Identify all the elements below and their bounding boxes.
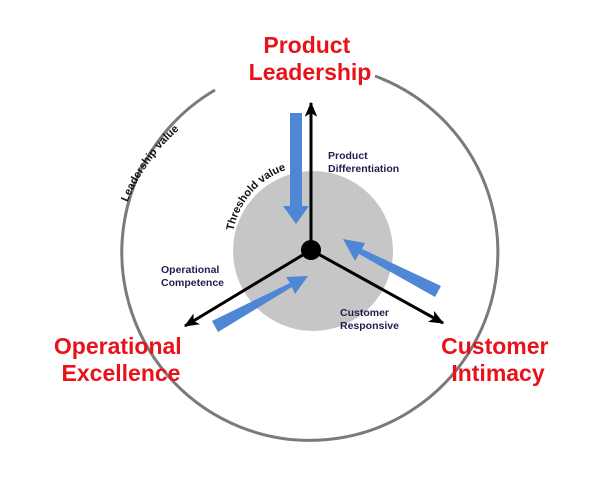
product-differentiation-label: Product Differentiation [328, 150, 399, 175]
outer-ring-upper-arc [120, 74, 500, 442]
operational-excellence-label: Operational Excellence [54, 333, 188, 386]
product-leadership-label: Product Leadership [249, 32, 372, 85]
customer-axis-arrow [310, 248, 445, 325]
product-push-arrow [283, 113, 309, 224]
operational-competence-label: Operational Competence [161, 264, 224, 289]
customer-push-arrow [343, 239, 441, 297]
customer-responsive-label: Customer Responsive [340, 307, 399, 332]
customer-intimacy-label: Customer Intimacy [441, 333, 555, 386]
outer-ring-label: Leadership value [119, 123, 181, 204]
operational-push-arrow [212, 276, 308, 332]
operational-axis-arrow [183, 248, 312, 328]
center-node [301, 240, 321, 260]
